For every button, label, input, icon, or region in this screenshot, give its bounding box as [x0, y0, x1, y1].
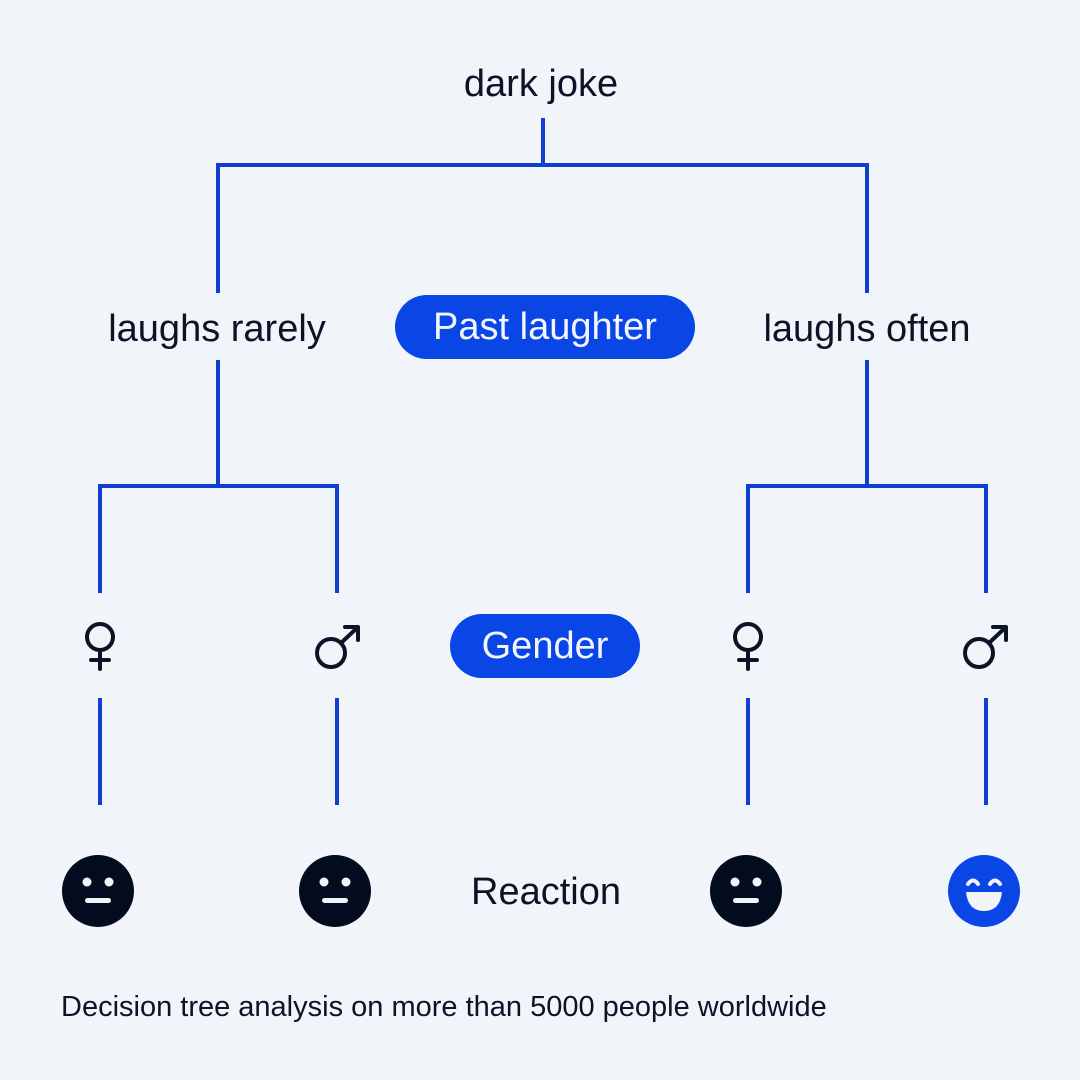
root-connector — [216, 118, 869, 293]
female-icon — [85, 622, 115, 671]
male-icon — [963, 625, 1008, 669]
root-node-label: dark joke — [463, 63, 619, 105]
leaf-connectors — [98, 698, 988, 805]
caption: Decision tree analysis on more than 5000… — [61, 991, 827, 1023]
neutral-face-icon — [710, 855, 782, 927]
male-icon — [315, 625, 360, 669]
branch-label-laughs-rarely: laughs rarely — [108, 308, 326, 350]
female-icon — [733, 622, 763, 671]
feature-pill-label: Past laughter — [433, 306, 657, 348]
feature-pill-past-laughter: Past laughter — [395, 295, 695, 359]
right-subtree-connector — [746, 360, 988, 593]
feature-pill-gender: Gender — [450, 614, 640, 678]
laughing-face-icon — [948, 855, 1020, 927]
feature-pill-label: Gender — [481, 625, 609, 667]
neutral-face-icon — [62, 855, 134, 927]
branch-label-laughs-often: laughs often — [763, 308, 971, 350]
feature-label-reaction: Reaction — [471, 871, 621, 913]
left-subtree-connector — [98, 360, 339, 593]
neutral-face-icon — [299, 855, 371, 927]
